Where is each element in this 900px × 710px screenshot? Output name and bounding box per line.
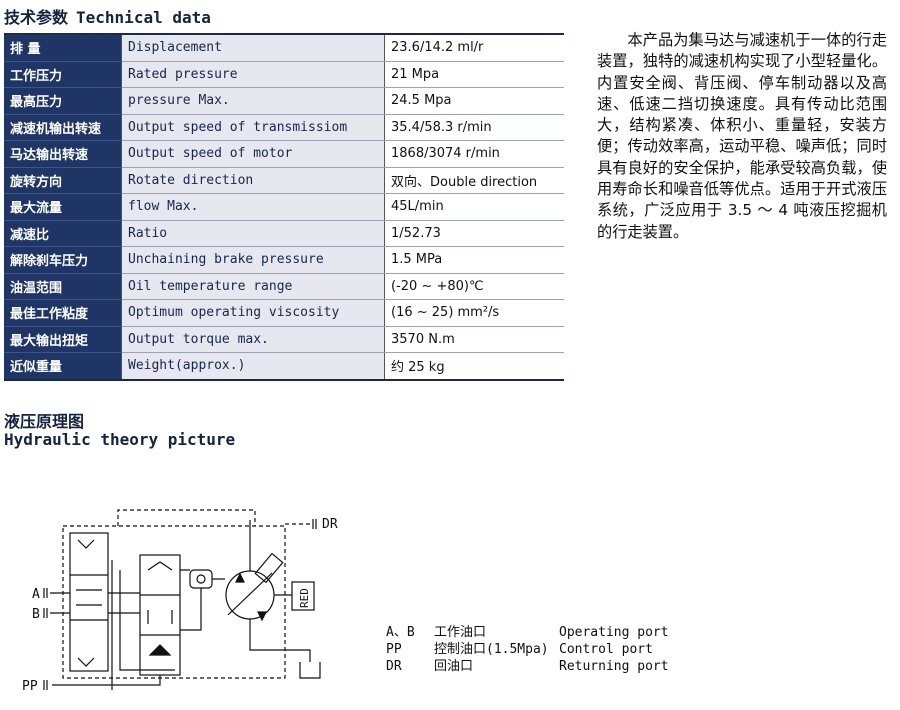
spec-label-cn: 最高压力	[4, 87, 122, 115]
spec-label-cn: 减速机输出转速	[4, 114, 122, 141]
spec-value: 1868/3074 r/min	[384, 140, 564, 168]
technical-title-en: Technical data	[76, 8, 211, 27]
legend-row: DR 回油口 Returning port	[386, 655, 669, 674]
reducer-box	[291, 581, 315, 611]
spec-label-cn: 近似重量	[4, 352, 122, 380]
spec-label-en: Output speed of motor	[121, 140, 385, 168]
legend-key: A、B	[386, 625, 415, 640]
spec-label-cn: 减速比	[4, 220, 122, 247]
spec-label-en: Output torque max.	[121, 326, 385, 353]
hydraulic-title-cn: 液压原理图	[4, 412, 85, 431]
shuttle-valve	[189, 569, 213, 589]
hydraulic-title-en: Hydraulic theory picture	[4, 430, 236, 449]
legend-cn: 回油口	[434, 659, 474, 674]
spec-label-cn: 最大流量	[4, 193, 122, 221]
port-a-label: A	[32, 587, 40, 602]
spec-value: (16 ~ 25) mm²/s	[384, 299, 564, 327]
port-pp-label: PP	[22, 679, 38, 694]
spec-value: 45L/min	[384, 193, 564, 221]
spec-label-en: Weight(approx.)	[121, 352, 385, 380]
legend-en: Control port	[559, 642, 653, 657]
spec-label-en: Ratio	[121, 220, 385, 247]
spec-label-en: Oil temperature range	[121, 273, 385, 300]
spec-value: 24.5 Mpa	[384, 87, 564, 115]
spec-value: 21 Mpa	[384, 61, 564, 88]
spec-label-cn: 马达输出转速	[4, 140, 122, 168]
legend-en: Operating port	[559, 625, 669, 640]
spec-label-cn: 最佳工作粘度	[4, 299, 122, 327]
spec-label-en: Rotate direction	[121, 167, 385, 194]
spec-value: 23.6/14.2 ml/r	[384, 34, 564, 62]
spec-value: 1/52.73	[384, 220, 564, 247]
spec-label-en: pressure Max.	[121, 87, 385, 115]
spec-value: 3570 N.m	[384, 326, 564, 353]
legend-key: PP	[386, 642, 402, 657]
spec-label-cn: 工作压力	[4, 61, 122, 88]
legend-key: DR	[386, 659, 402, 674]
legend-row: PP 控制油口(1.5Mpa) Control port	[386, 638, 669, 657]
spec-label-en: flow Max.	[121, 193, 385, 221]
casing-outline	[62, 525, 286, 679]
port-b-label: B	[32, 607, 40, 622]
port-legend: A、B 工作油口 Operating port PP 控制油口(1.5Mpa) Cont…	[386, 621, 669, 674]
spec-label-en: Unchaining brake pressure	[121, 246, 385, 274]
legend-row: A、B 工作油口 Operating port	[386, 621, 669, 640]
spec-label-cn: 排 量	[4, 34, 122, 62]
spec-label-cn: 解除刹车压力	[4, 246, 122, 274]
technical-title-cn: 技术参数	[4, 8, 69, 27]
port-dr-label: DR	[322, 517, 338, 532]
spec-label-en: Displacement	[121, 34, 385, 62]
spec-label-en: Output speed of transmissiom	[121, 114, 385, 141]
spec-value: 1.5 MPa	[384, 246, 564, 274]
valve-actuator	[148, 644, 172, 656]
spec-value: 双向、Double direction	[384, 167, 564, 194]
product-description: 本产品为集马达与减速机于一体的行走装置，独特的减速机构实现了小型轻量化。内置安全…	[597, 31, 887, 241]
red-label: RED	[298, 588, 311, 608]
technical-data-title: 技术参数 Technical data	[4, 4, 211, 28]
legend-en: Returning port	[559, 659, 669, 674]
spec-label-cn: 最大输出扭矩	[4, 326, 122, 353]
spec-value: 35.4/58.3 r/min	[384, 114, 564, 141]
legend-cn: 控制油口(1.5Mpa)	[434, 642, 549, 657]
spec-label-cn: 旋转方向	[4, 167, 122, 194]
hydraulic-schematic: A B RED PP DR	[22, 509, 338, 694]
shift-valve	[139, 554, 181, 676]
spec-value: 约 25 kg	[384, 352, 564, 380]
drain-dashed-path	[117, 509, 256, 526]
spec-label-en: Rated pressure	[121, 61, 385, 88]
counterbalance-valve	[69, 532, 109, 672]
spec-value: (-20 ~ +80)℃	[384, 273, 564, 300]
spec-label-cn: 油温范围	[4, 273, 122, 300]
legend-cn: 工作油口	[434, 625, 487, 640]
spec-label-en: Optimum operating viscosity	[121, 299, 385, 327]
